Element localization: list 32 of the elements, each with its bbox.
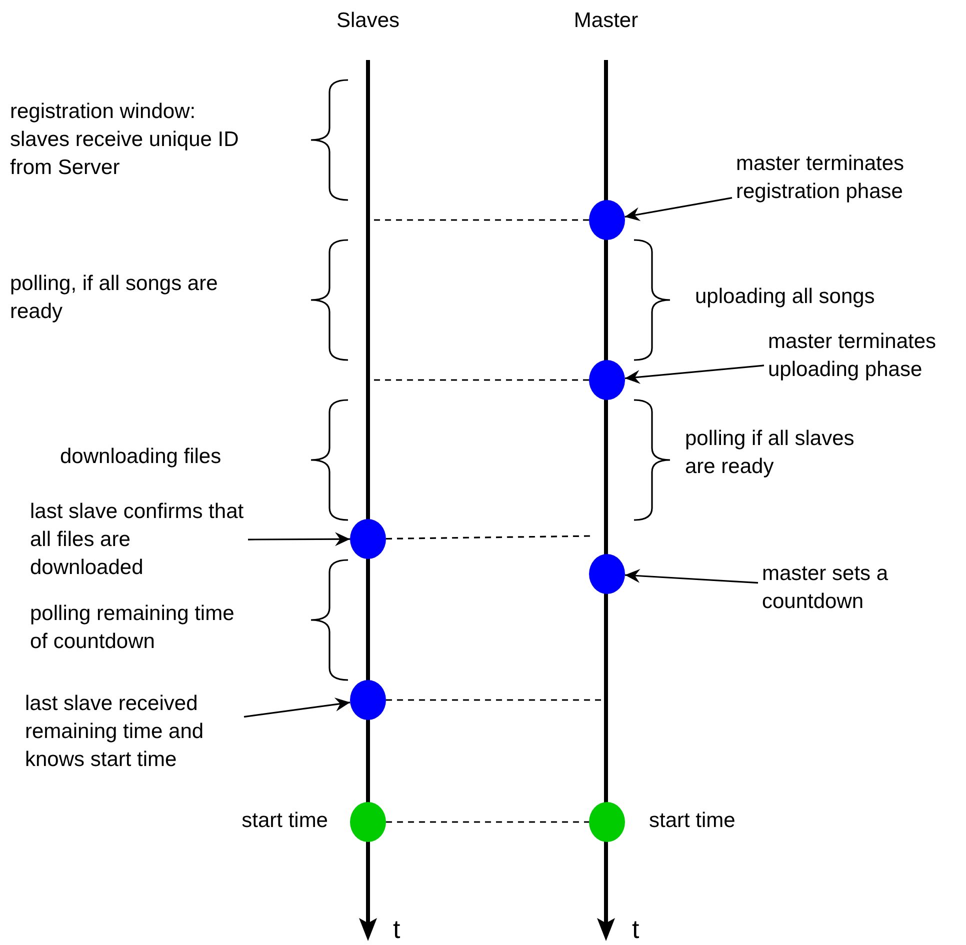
phase-label: polling if all slaves are ready bbox=[685, 426, 856, 480]
annotation-text: last slave received remaining time and knows start time bbox=[25, 690, 240, 774]
annotation-text: master terminates registration phase bbox=[736, 150, 951, 206]
arrow bbox=[244, 698, 350, 718]
arrow bbox=[248, 532, 350, 546]
time-axis-label: t bbox=[393, 914, 402, 944]
phase-label: polling, if all songs are ready bbox=[10, 271, 219, 325]
event-dot bbox=[589, 554, 625, 594]
phase-label: registration window: slaves receive unique ID from Server bbox=[10, 99, 240, 181]
dashed-connector bbox=[386, 699, 604, 701]
event-dot bbox=[350, 680, 386, 720]
dashed-connector bbox=[386, 821, 589, 823]
arrow bbox=[624, 364, 764, 384]
annotation-text: master sets a countdown bbox=[762, 560, 932, 616]
event-dot bbox=[350, 519, 386, 559]
event-dot bbox=[589, 360, 625, 400]
dashed-connector bbox=[386, 535, 590, 540]
arrow bbox=[624, 568, 758, 584]
phase-label: downloading files bbox=[60, 444, 222, 470]
event-dot bbox=[589, 802, 625, 842]
event-caption: start time bbox=[242, 808, 328, 834]
arrow bbox=[624, 197, 732, 222]
timeline-heading: Master bbox=[572, 8, 640, 34]
annotation-text: last slave confirms that all files are downloaded bbox=[30, 498, 244, 582]
event-dot bbox=[589, 200, 625, 240]
phase-label: uploading all songs bbox=[695, 284, 876, 310]
event-caption: start time bbox=[649, 808, 736, 834]
annotation-text: master terminates uploading phase bbox=[768, 328, 963, 384]
time-axis-label: t bbox=[632, 914, 640, 944]
event-dot bbox=[350, 802, 386, 842]
timeline-heading: Slaves bbox=[335, 8, 401, 34]
phase-label: polling remaining time of countdown bbox=[30, 601, 236, 655]
